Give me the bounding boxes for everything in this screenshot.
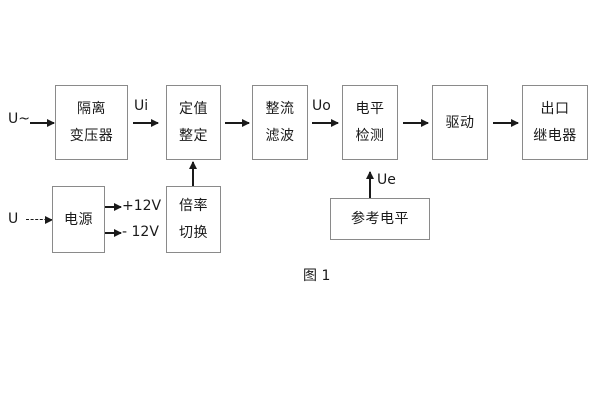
- block-setting-value-line2: 整定: [179, 128, 208, 144]
- block-rectify-filter-line1: 整流: [265, 101, 295, 117]
- arrow-dc-to-power-supply: [26, 219, 52, 220]
- arrow-setting-value-to-rectify-filter: [225, 122, 249, 124]
- block-power-supply: 电源: [52, 186, 105, 253]
- arrow-level-detect-to-drive: [403, 122, 428, 124]
- arrow-drive-to-output-relay: [493, 122, 518, 124]
- arrow-isolation-transformer-to-setting-value: [133, 122, 158, 124]
- block-drive: 驱动: [432, 85, 488, 160]
- arrow-rectify-filter-to-level-detect: [312, 122, 338, 124]
- block-level-detect: 电平 检测: [342, 85, 398, 160]
- block-output-relay-line1: 出口: [540, 101, 570, 117]
- block-multiplier-switch: 倍率 切换: [166, 186, 221, 253]
- arrow-multiplier-switch-to-setting-value: [192, 162, 194, 186]
- arrow-power-supply-plus-12v: [105, 206, 121, 208]
- figure-caption: 图 1: [303, 268, 331, 284]
- block-isolation-transformer-line1: 隔离: [77, 101, 106, 117]
- block-multiplier-switch-line1: 倍率: [179, 198, 208, 214]
- signal-label-minus-12v: - 12V: [122, 224, 159, 240]
- signal-label-ui: Ui: [134, 98, 149, 114]
- input-label-dc: U: [8, 211, 19, 227]
- block-level-detect-line1: 电平: [355, 101, 385, 117]
- signal-label-plus-12v: +12V: [122, 198, 162, 214]
- block-setting-value-line1: 定值: [179, 101, 208, 117]
- block-level-detect-line2: 检测: [355, 128, 385, 144]
- block-isolation-transformer-line2: 变压器: [69, 128, 114, 144]
- block-setting-value: 定值 整定: [166, 85, 221, 160]
- block-reference-level: 参考电平: [330, 198, 430, 240]
- block-drive-line1: 驱动: [445, 114, 475, 131]
- arrow-power-supply-minus-12v: [105, 232, 121, 234]
- input-label-ac: U~: [8, 111, 30, 127]
- block-isolation-transformer: 隔离 变压器: [55, 85, 128, 160]
- block-output-relay-line2: 继电器: [533, 128, 577, 144]
- block-power-supply-line1: 电源: [64, 211, 93, 228]
- arrow-ac-to-isolation-transformer: [30, 122, 54, 124]
- signal-label-ue: Ue: [377, 172, 396, 188]
- block-rectify-filter-line2: 滤波: [265, 128, 295, 144]
- block-reference-level-line1: 参考电平: [351, 211, 409, 227]
- block-multiplier-switch-line2: 切换: [179, 225, 208, 241]
- arrow-reference-level-to-level-detect: [369, 172, 371, 198]
- block-output-relay: 出口 继电器: [522, 85, 588, 160]
- signal-label-uo: Uo: [312, 98, 331, 114]
- block-rectify-filter: 整流 滤波: [252, 85, 308, 160]
